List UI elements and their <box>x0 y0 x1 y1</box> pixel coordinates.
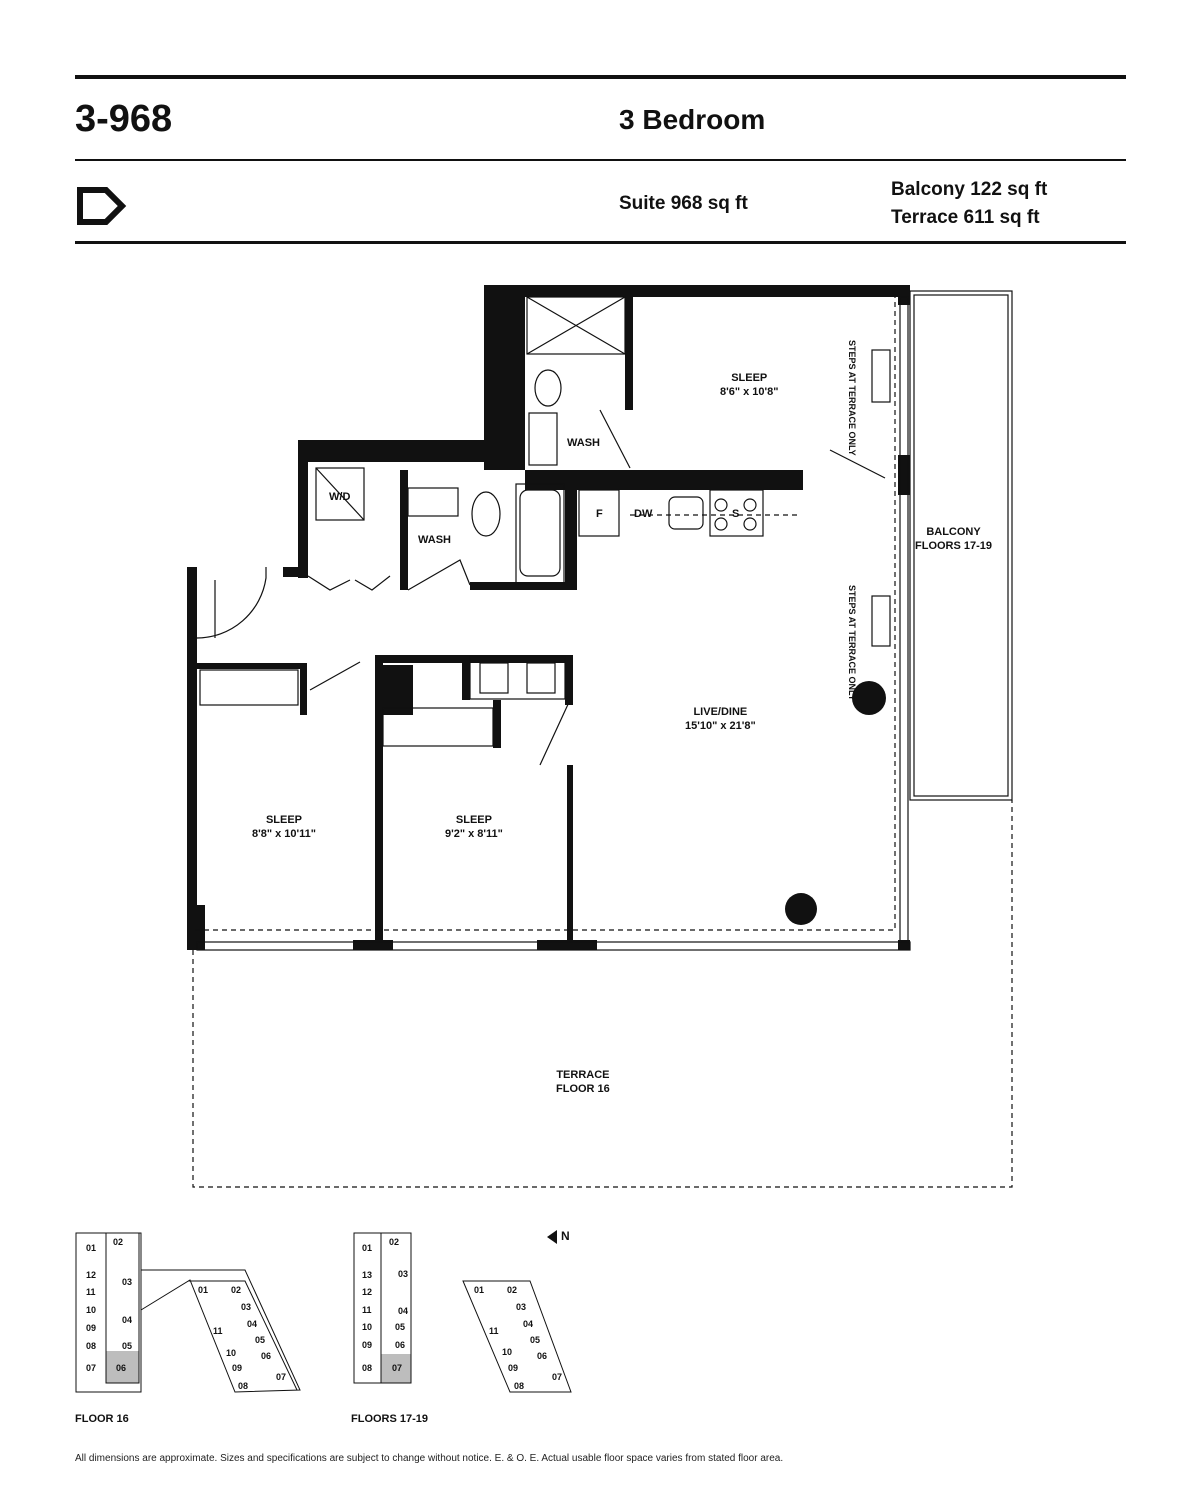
kp16-w-03: 03 <box>122 1277 133 1287</box>
kp16-e-11: 11 <box>213 1326 223 1336</box>
kp16-w-10: 10 <box>86 1305 97 1315</box>
disclaimer: All dimensions are approximate. Sizes an… <box>75 1453 784 1464</box>
column <box>785 893 817 925</box>
kp17-w-06: 06 <box>395 1340 406 1350</box>
room-sleep-1: SLEEP 8'6" x 10'8" <box>720 371 778 399</box>
kp17-w-13: 13 <box>362 1270 373 1280</box>
kp16-e-03: 03 <box>241 1302 252 1312</box>
floor16-label: FLOOR 16 <box>75 1413 129 1425</box>
kp17-w-02: 02 <box>389 1237 400 1247</box>
kp16-w-09: 09 <box>86 1323 97 1333</box>
keyplan-floor16 <box>75 1232 301 1393</box>
room-dims: 8'8" x 10'11" <box>252 828 316 840</box>
room-wash-2: WASH <box>418 534 451 546</box>
room-live-dine: LIVE/DINE 15'10" x 21'8" <box>685 705 756 733</box>
room-dims: 9'2" x 8'11" <box>445 828 503 840</box>
kp17-w-01: 01 <box>362 1243 373 1253</box>
north-arrow-icon <box>547 1230 557 1244</box>
kp17-w-11: 11 <box>362 1305 372 1315</box>
logo <box>76 186 128 231</box>
room-wash-1: WASH <box>567 437 600 449</box>
room-name: SLEEP <box>455 814 492 826</box>
kp17-w-12: 12 <box>362 1287 373 1297</box>
kp16-w-05: 05 <box>122 1341 133 1351</box>
kp16-e-07: 07 <box>276 1372 287 1382</box>
kp16-e-05: 05 <box>255 1335 266 1345</box>
room-name: SLEEP <box>731 372 768 384</box>
kp17-e-11: 11 <box>489 1326 499 1336</box>
kp16-w-07: 07 <box>86 1363 97 1373</box>
room-name: LIVE/DINE <box>693 706 748 718</box>
kp17-w-07: 07 <box>392 1363 403 1373</box>
kp16-e-02: 02 <box>231 1285 242 1295</box>
room-wd: W/D <box>329 491 351 503</box>
room-name: SLEEP <box>265 814 303 826</box>
stove-label: S <box>732 508 740 520</box>
kp17-e-07: 07 <box>552 1372 563 1382</box>
header-bottom-rule <box>75 241 1126 244</box>
top-rule <box>75 75 1126 79</box>
balcony-floors: FLOORS 17-19 <box>915 540 993 552</box>
kp16-w-11: 11 <box>86 1287 96 1297</box>
kp17-e-02: 02 <box>507 1285 518 1295</box>
terrace-floor: FLOOR 16 <box>556 1083 610 1095</box>
terrace-name: TERRACE <box>556 1069 610 1081</box>
steps-note-2: STEPS AT TERRACE ONLY <box>847 585 857 701</box>
kp17-e-08: 08 <box>514 1381 525 1391</box>
kp17-w-04: 04 <box>398 1306 409 1316</box>
kp16-w-04: 04 <box>122 1315 133 1325</box>
kp17-e-06: 06 <box>537 1351 548 1361</box>
kp17-w-05: 05 <box>395 1322 406 1332</box>
room-dims: 15'10" x 21'8" <box>685 720 756 732</box>
kp16-e-06: 06 <box>261 1351 272 1361</box>
column <box>852 681 886 715</box>
keyplan-floors17 <box>353 1232 572 1393</box>
kp16-e-01: 01 <box>198 1285 209 1295</box>
terrace-label: TERRACE FLOOR 16 <box>556 1068 610 1096</box>
room-sleep-3: SLEEP 9'2" x 8'11" <box>445 813 503 841</box>
steps-note-1: STEPS AT TERRACE ONLY <box>847 340 857 456</box>
dishwasher-label: DW <box>634 508 653 520</box>
kp17-w-03: 03 <box>398 1269 409 1279</box>
kp16-w-01: 01 <box>86 1243 97 1253</box>
floors17-19-label: FLOORS 17-19 <box>351 1413 429 1425</box>
fixtures <box>192 290 1013 1188</box>
kp16-w-12: 12 <box>86 1270 97 1280</box>
kp17-e-03: 03 <box>516 1302 527 1312</box>
kp17-w-09: 09 <box>362 1340 373 1350</box>
kp17-e-01: 01 <box>474 1285 485 1295</box>
logo-d-icon <box>77 187 127 225</box>
kp16-w-02: 02 <box>113 1237 124 1247</box>
room-sleep-2: SLEEP 8'8" x 10'11" <box>252 813 316 841</box>
unit-type: 3 Bedroom <box>619 104 766 135</box>
kp17-w-08: 08 <box>362 1363 373 1373</box>
fridge-label: F <box>596 508 603 520</box>
balcony-label: BALCONY FLOORS 17-19 <box>915 525 992 553</box>
balcony-area: Balcony 122 sq ft <box>891 179 1048 200</box>
kp16-e-04: 04 <box>247 1319 258 1329</box>
kp17-e-04: 04 <box>523 1319 534 1329</box>
terrace-area: Terrace 611 sq ft <box>891 207 1040 228</box>
kp17-e-05: 05 <box>530 1335 541 1345</box>
suite-area: Suite 968 sq ft <box>619 193 748 214</box>
room-dims: 8'6" x 10'8" <box>720 386 779 398</box>
balcony-name: BALCONY <box>926 526 981 538</box>
kp17-w-10: 10 <box>362 1322 373 1332</box>
kp17-e-10: 10 <box>502 1347 513 1357</box>
walls <box>187 285 910 950</box>
header-rule <box>75 159 1126 161</box>
kp17-e-09: 09 <box>508 1363 519 1373</box>
kp16-w-06: 06 <box>116 1363 127 1373</box>
kp16-e-09: 09 <box>232 1363 243 1373</box>
north-label: N <box>561 1229 570 1243</box>
kp16-e-10: 10 <box>226 1348 237 1358</box>
unit-code: 3-968 <box>75 98 173 140</box>
kp16-w-08: 08 <box>86 1341 97 1351</box>
kp16-e-08: 08 <box>238 1381 249 1391</box>
